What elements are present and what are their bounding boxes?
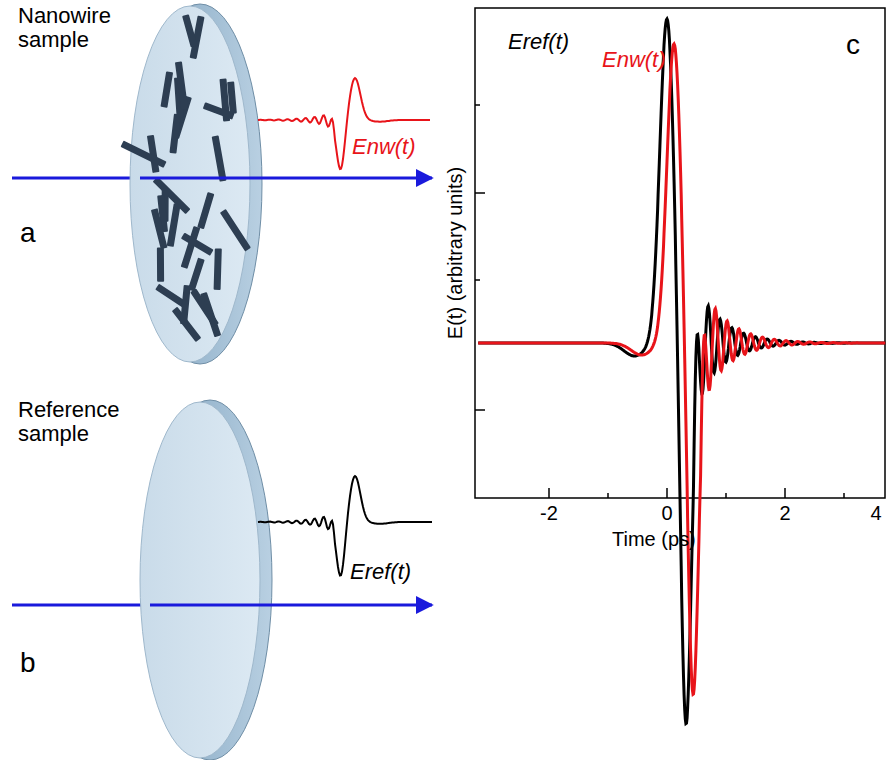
axis-title: E(t) (arbitrary units) (444, 167, 466, 339)
curve-label: Eref(t) (508, 30, 569, 54)
sample-name: Nanowire sample (18, 4, 148, 52)
axis-title: Time (ps) (612, 528, 696, 550)
tick-label: 2 (779, 502, 790, 524)
tick-label: 0 (661, 502, 672, 524)
panel-letter: b (20, 648, 36, 679)
tick-label: 4 (870, 502, 881, 524)
nanowire-curve (478, 44, 885, 694)
reference-curve (478, 19, 885, 724)
sample-name: Reference sample (18, 398, 148, 446)
beam-arrow (150, 604, 432, 607)
beam-arrow (140, 177, 432, 180)
panel-letter: a (20, 218, 36, 249)
tick-label: -2 (540, 502, 558, 524)
reference-disc (140, 402, 260, 758)
sample-disc (130, 6, 250, 362)
beam-line (12, 177, 140, 180)
transmitted-waveform (258, 78, 430, 169)
signal-name: Eref(t) (350, 560, 411, 584)
curve-label: Enw(t) (602, 48, 666, 72)
beam-line (12, 604, 150, 607)
signal-name: Enw(t) (352, 135, 416, 159)
panel-letter: c (846, 30, 860, 61)
